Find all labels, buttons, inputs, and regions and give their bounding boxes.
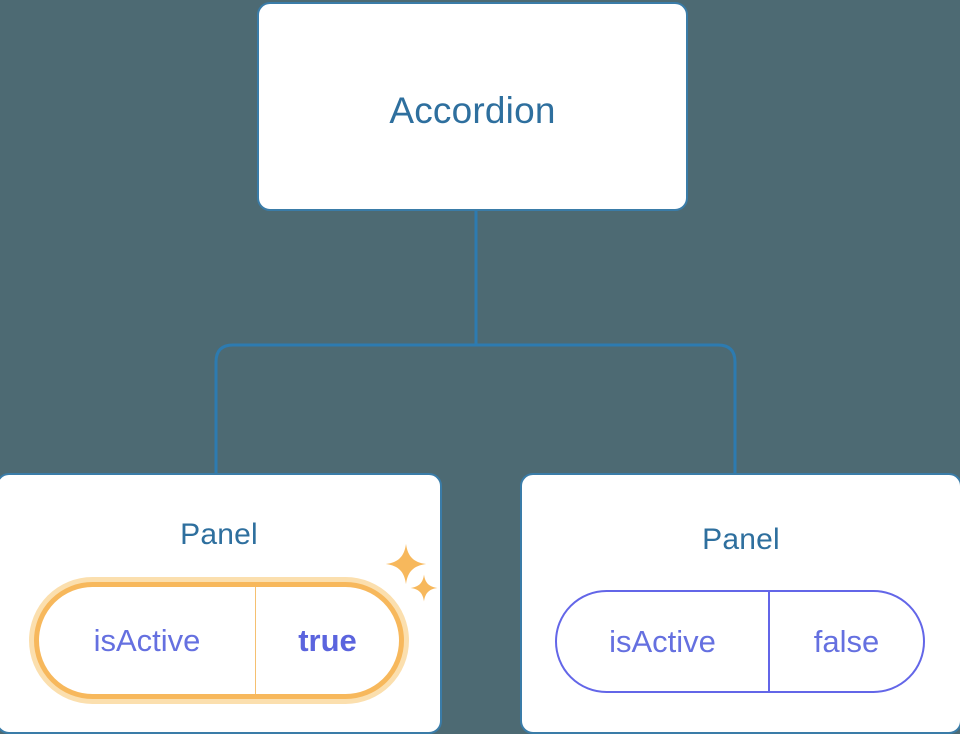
prop-key: isActive	[557, 592, 770, 691]
prop-pill-isactive-true[interactable]: isActive true	[34, 582, 404, 699]
prop-value: true	[298, 622, 357, 658]
prop-value: false	[813, 623, 880, 659]
node-accordion-title: Accordion	[389, 90, 556, 131]
connector-branch-bus	[214, 343, 737, 473]
node-panel-active-title: Panel	[180, 518, 258, 551]
node-accordion[interactable]: Accordion	[257, 2, 688, 211]
node-panel-inactive-title: Panel	[702, 523, 780, 556]
prop-key: isActive	[39, 587, 256, 694]
prop-pill-isactive-false[interactable]: isActive false	[555, 590, 925, 693]
